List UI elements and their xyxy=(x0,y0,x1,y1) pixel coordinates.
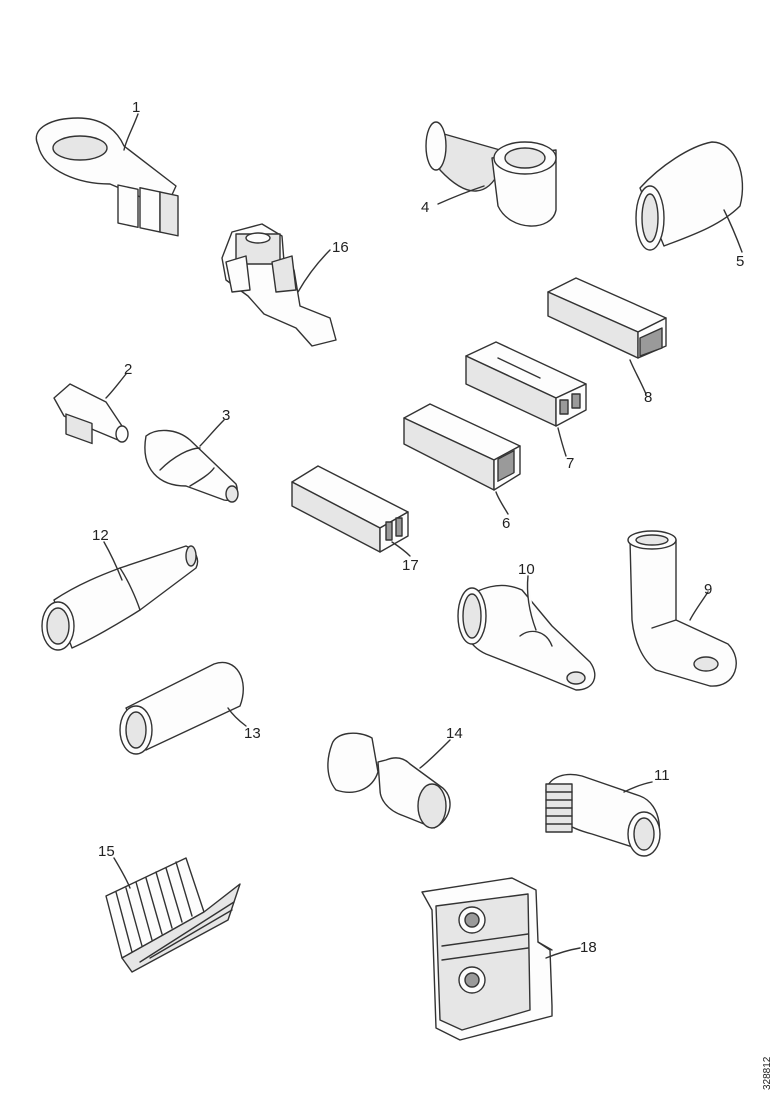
drawing-id: 328812 xyxy=(762,1056,773,1090)
part-6-receptacle-housing: 6 xyxy=(403,403,521,532)
callout-12: 12 xyxy=(92,527,109,544)
callout-9: 9 xyxy=(704,581,712,598)
part-5-oval-sleeve: 5 xyxy=(635,141,744,270)
callout-11: 11 xyxy=(654,767,670,784)
part-13-plain-sleeve: 13 xyxy=(119,661,261,755)
part-3-insulating-boot: 3 xyxy=(144,407,239,503)
callout-14: 14 xyxy=(446,725,463,742)
part-15-grooved-shield-plate: 15 xyxy=(98,843,241,973)
callout-1: 1 xyxy=(132,99,140,116)
callout-15: 15 xyxy=(98,843,115,860)
part-17-flat-housing: 17 xyxy=(291,465,419,574)
part-10-tube-cable-lug: 10 xyxy=(457,561,596,691)
part-16-screw-clamp-terminal: 16 xyxy=(221,223,349,347)
callout-2: 2 xyxy=(124,361,132,378)
part-11-coiled-splice-sleeve: 11 xyxy=(545,767,670,857)
callout-13: 13 xyxy=(244,725,261,742)
callout-8: 8 xyxy=(644,389,652,406)
callout-17: 17 xyxy=(402,557,419,574)
callout-4: 4 xyxy=(421,199,429,216)
part-1-ring-terminal: 1 xyxy=(35,99,179,237)
part-4-angled-eyelet: 4 xyxy=(421,121,557,227)
callout-16: 16 xyxy=(332,239,349,256)
callout-18: 18 xyxy=(580,939,597,956)
part-14-double-sleeve: 14 xyxy=(327,725,463,829)
part-2-flag-receptacle: 2 xyxy=(53,361,132,445)
callout-7: 7 xyxy=(566,455,574,472)
part-9-right-angle-cable-lug: 9 xyxy=(627,530,737,687)
callout-5: 5 xyxy=(736,253,744,270)
part-18-terminal-cover: 18 xyxy=(421,877,597,1041)
part-8-tab-housing: 8 xyxy=(547,277,667,406)
part-12-butt-splice-reducer: 12 xyxy=(41,527,199,651)
callout-10: 10 xyxy=(518,561,535,578)
callout-6: 6 xyxy=(502,515,510,532)
callout-3: 3 xyxy=(222,407,230,424)
part-7-double-receptacle-housing: 7 xyxy=(465,341,587,472)
